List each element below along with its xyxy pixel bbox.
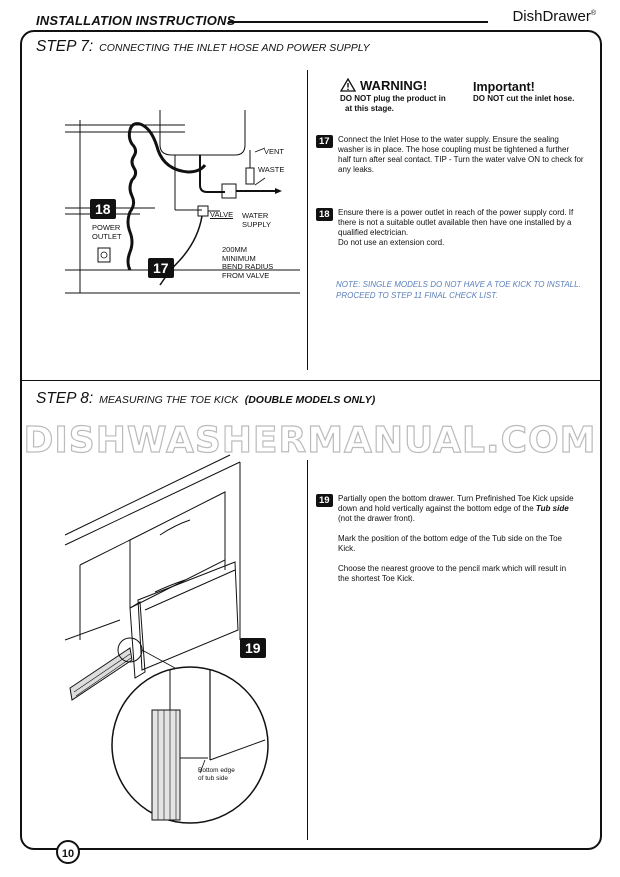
step8-subtitle: MEASURING THE TOE KICK (99, 394, 239, 406)
tub-edge-callout: Bottom edge of tub side (198, 767, 235, 782)
registered-mark: ® (590, 10, 596, 17)
tub-edge-callout-line1: Bottom edge (198, 767, 235, 774)
instruction-19-text-b: (not the drawer front). (338, 514, 415, 523)
instruction-19-para3: Choose the nearest groove to the pencil … (338, 564, 567, 583)
bend-radius-label: 200mm MINIMUM BEND RADIUS FROM VALVE (222, 245, 274, 280)
instruction-19-text-a: Partially open the bottom drawer. Turn P… (338, 494, 574, 513)
warning-text: DO NOT plug the product in at this stage… (340, 94, 446, 114)
warning-triangle-icon (340, 78, 356, 92)
vent-label: VENT (264, 147, 285, 156)
step8-column-divider (307, 460, 308, 840)
warning-text-line2: at this stage. (345, 104, 394, 113)
instruction-18-text: Ensure there is a power outlet in reach … (338, 208, 574, 237)
header-title: INSTALLATION INSTRUCTIONS (30, 13, 242, 28)
callout-badge-17: 17 (148, 258, 174, 278)
important-title: Important! (473, 80, 535, 94)
page-frame (20, 30, 602, 850)
step7-column-divider (307, 70, 308, 370)
instruction-17-badge: 17 (316, 135, 333, 148)
step7-heading: STEP 7: CONNECTING THE INLET HOSE AND POW… (36, 38, 370, 56)
instruction-18-badge: 18 (316, 208, 333, 221)
inlet-hose-diagram (65, 110, 300, 294)
instruction-17-text: Connect the Inlet Hose to the water supp… (338, 135, 584, 174)
water-supply-label-line1: WATER (242, 211, 269, 220)
instruction-19-text: Partially open the bottom drawer. Turn P… (338, 494, 578, 524)
bend-radius-line3: BEND RADIUS (222, 262, 274, 271)
step8-label: STEP 8: (36, 390, 94, 407)
instruction-19-badge: 19 (316, 494, 333, 507)
page-number: 10 (56, 840, 80, 864)
callout-badge-19: 19 (240, 638, 266, 658)
warning-text-line1: DO NOT plug the product in (340, 94, 446, 103)
power-outlet-label: POWER OUTLET (92, 223, 122, 241)
tub-edge-callout-line2: of tub side (198, 774, 228, 782)
header-rule (228, 21, 488, 23)
waste-label: WASTE (258, 165, 285, 174)
step7-label: STEP 7: (36, 38, 94, 55)
single-models-note: NOTE: SINGLE MODELS DO NOT HAVE A TOE KI… (336, 280, 581, 300)
instruction-19-emphasis: Tub side (535, 504, 569, 513)
step8-heading: STEP 8: MEASURING THE TOE KICK (DOUBLE MO… (36, 390, 375, 408)
water-supply-label-line2: SUPPLY (242, 219, 272, 229)
warning-title: WARNING! (360, 78, 428, 93)
step7-subtitle: CONNECTING THE INLET HOSE AND POWER SUPP… (99, 42, 370, 54)
callout-badge-18: 18 (90, 199, 116, 219)
instruction-18-text-2: Do not use an extension cord. (338, 238, 445, 247)
water-supply-label: WATER SUPPLY (242, 211, 272, 229)
brand-name: DishDrawer (512, 8, 591, 25)
watermark: DISHWASHERMANUAL.COM (23, 419, 597, 461)
valve-label: VALVE (210, 210, 234, 219)
instruction-17: 17 Connect the Inlet Hose to the water s… (316, 135, 584, 175)
instruction-19-para2: Mark the position of the bottom edge of … (338, 534, 562, 553)
instruction-18: 18 Ensure there is a power outlet in rea… (316, 208, 584, 248)
bend-radius-line1: 200mm (222, 245, 248, 254)
bend-radius-line4: FROM VALVE (222, 270, 270, 280)
power-outlet-label-line2: OUTLET (92, 231, 122, 241)
important-text: DO NOT cut the inlet hose. (473, 94, 575, 103)
power-outlet-label-line1: POWER (92, 223, 121, 232)
step8-subtitle-bold: (DOUBLE MODELS ONLY) (244, 394, 376, 406)
instruction-19: 19 Partially open the bottom drawer. Tur… (316, 494, 578, 584)
bend-radius-line2: MINIMUM (222, 253, 256, 263)
section-divider (20, 380, 602, 381)
brand-logo: DishDrawer® (508, 8, 600, 25)
toe-kick-diagram (64, 454, 269, 824)
